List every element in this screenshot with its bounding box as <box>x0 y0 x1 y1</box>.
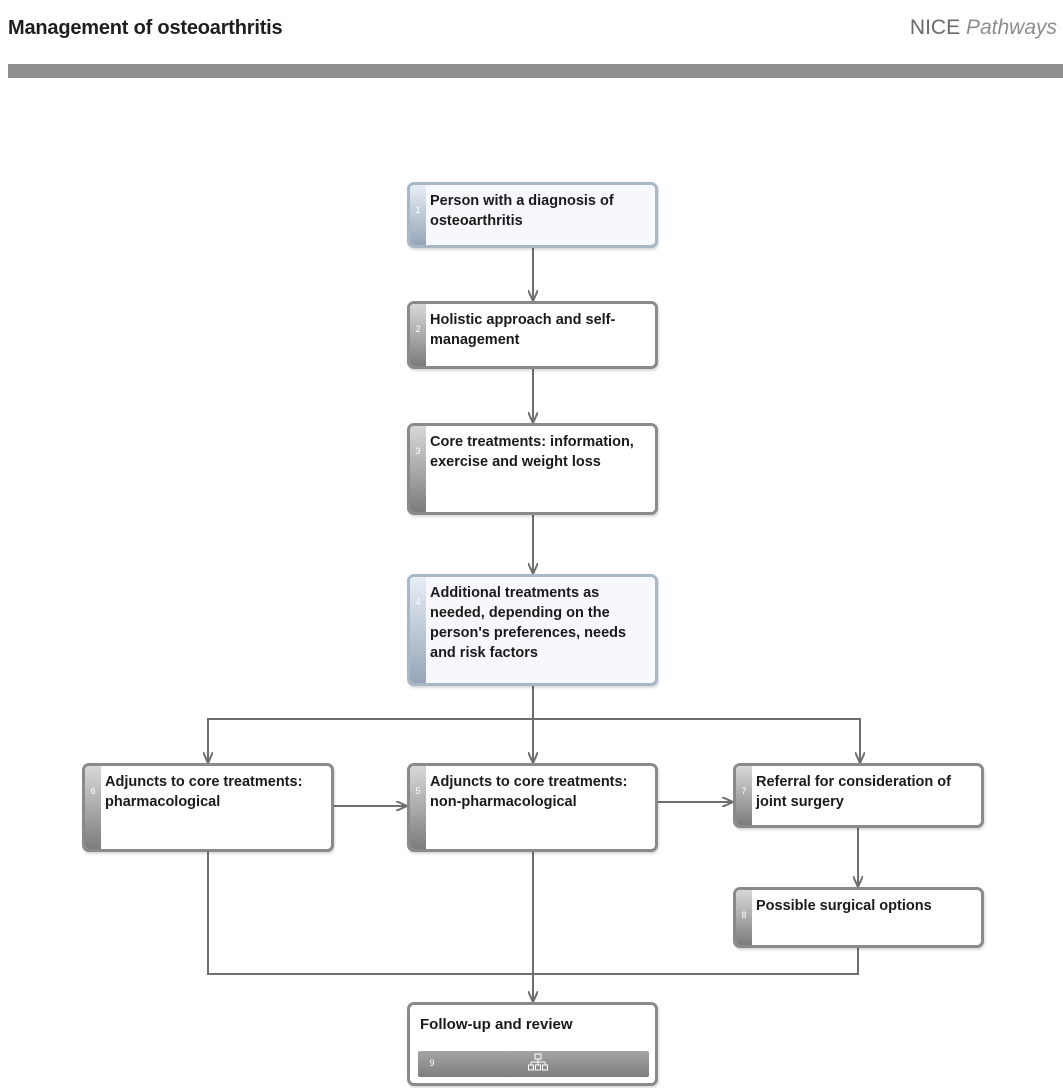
node-number: 6 <box>90 786 96 796</box>
brand-pathways: Pathways <box>965 16 1057 39</box>
node-number: 4 <box>415 597 421 607</box>
node-strip <box>410 766 426 849</box>
node-label: Holistic approach and self-management <box>430 312 616 348</box>
node-label: Additional treatments as needed, dependi… <box>430 585 627 661</box>
page-title: Management of osteoarthritis <box>8 17 283 39</box>
connector-8-merge <box>533 948 859 975</box>
node-8-surgical-options[interactable]: 8 Possible surgical options <box>733 887 984 948</box>
node-number: 5 <box>415 786 421 796</box>
node-2-holistic-approach[interactable]: 2 Holistic approach and self-management <box>407 301 658 369</box>
node-number: 2 <box>415 324 421 334</box>
node-number: 9 <box>429 1058 435 1068</box>
node-strip <box>410 426 426 512</box>
node-5-non-pharmacological[interactable]: 5 Adjuncts to core treatments: non-pharm… <box>407 763 658 852</box>
node-label: Follow-up and review <box>420 1016 573 1033</box>
node-9-follow-up[interactable]: Follow-up and review 9 <box>407 1002 658 1086</box>
node-label: Core treatments: information, exercise a… <box>430 434 634 470</box>
node-label: Adjuncts to core treatments: pharmacolog… <box>105 774 303 810</box>
node-strip <box>736 890 752 945</box>
node-number: 7 <box>741 786 747 796</box>
node-4-additional-treatments[interactable]: 4 Additional treatments as needed, depen… <box>407 574 658 686</box>
node-strip <box>410 185 426 245</box>
header-rule <box>8 64 1063 78</box>
node-7-referral-surgery[interactable]: 7 Referral for consideration of joint su… <box>733 763 984 828</box>
connector-6-merge <box>207 852 533 975</box>
node-strip <box>410 577 426 683</box>
node-strip <box>736 766 752 825</box>
node-label: Adjuncts to core treatments: non-pharmac… <box>430 774 628 810</box>
subpathway-bar[interactable]: 9 <box>418 1051 649 1077</box>
node-label: Referral for consideration of joint surg… <box>756 774 951 810</box>
node-number: 3 <box>415 446 421 456</box>
node-number: 8 <box>741 910 747 920</box>
nice-pathways-logo: NICE Pathways <box>910 16 1057 40</box>
node-label: Possible surgical options <box>756 898 932 914</box>
node-number: 1 <box>415 205 421 215</box>
node-1-diagnosis[interactable]: 1 Person with a diagnosis of osteoarthri… <box>407 182 658 248</box>
brand-nice: NICE <box>909 16 961 39</box>
node-strip <box>410 304 426 366</box>
node-strip <box>85 766 101 849</box>
node-3-core-treatments[interactable]: 3 Core treatments: information, exercise… <box>407 423 658 515</box>
hierarchy-icon <box>528 1053 548 1071</box>
connector-4-branch <box>207 718 861 763</box>
node-6-pharmacological[interactable]: 6 Adjuncts to core treatments: pharmacol… <box>82 763 334 852</box>
node-label: Person with a diagnosis of osteoarthriti… <box>430 193 614 229</box>
